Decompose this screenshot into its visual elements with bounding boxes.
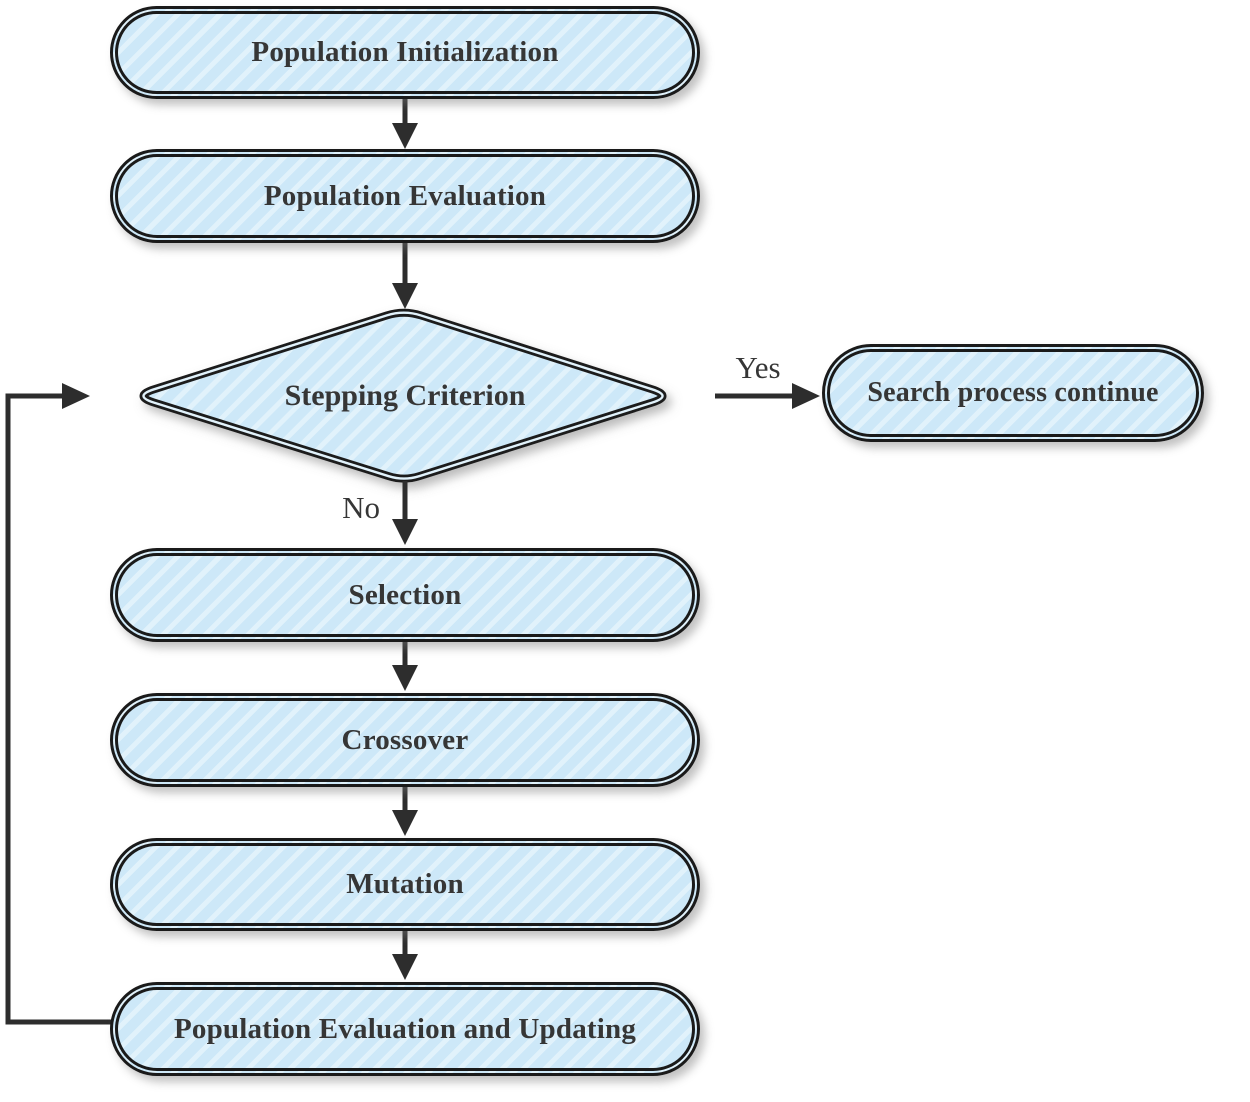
edge-label-no: No	[342, 490, 380, 525]
arrow-popinit-to-popeval	[392, 99, 418, 149]
arrow-popeval-to-criterion	[392, 243, 418, 309]
node-stepping-criterion-label: Stepping Criterion	[155, 346, 655, 446]
node-mutation: Mutation	[110, 838, 700, 931]
node-label: Search process continue	[867, 377, 1159, 408]
arrow-criterion-to-search-continue	[715, 383, 820, 409]
arrow-selection-to-crossover	[392, 642, 418, 691]
node-selection: Selection	[110, 548, 700, 642]
node-label: Selection	[348, 578, 462, 611]
node-population-evaluation: Population Evaluation	[110, 149, 700, 243]
decision-stepping-criterion	[139, 308, 667, 483]
loop-back-connector	[5, 383, 114, 1025]
node-search-process-continue: Search process continue	[822, 344, 1204, 442]
node-label: Mutation	[346, 868, 464, 900]
arrow-mutation-to-popevalupd	[392, 931, 418, 980]
node-label: Crossover	[341, 723, 469, 756]
node-population-initialization: Population Initialization	[110, 6, 700, 99]
node-label: Stepping Criterion	[284, 379, 526, 412]
arrow-crossover-to-mutation	[392, 787, 418, 836]
node-label: Population Initialization	[251, 36, 559, 68]
edge-label-yes: Yes	[735, 350, 781, 385]
node-label: Population Evaluation and Updating	[173, 1012, 637, 1045]
node-population-evaluation-and-updating: Population Evaluation and Updating	[110, 982, 700, 1076]
node-label: Population Evaluation	[263, 179, 547, 212]
arrow-criterion-to-selection	[392, 481, 418, 545]
node-crossover: Crossover	[110, 693, 700, 787]
